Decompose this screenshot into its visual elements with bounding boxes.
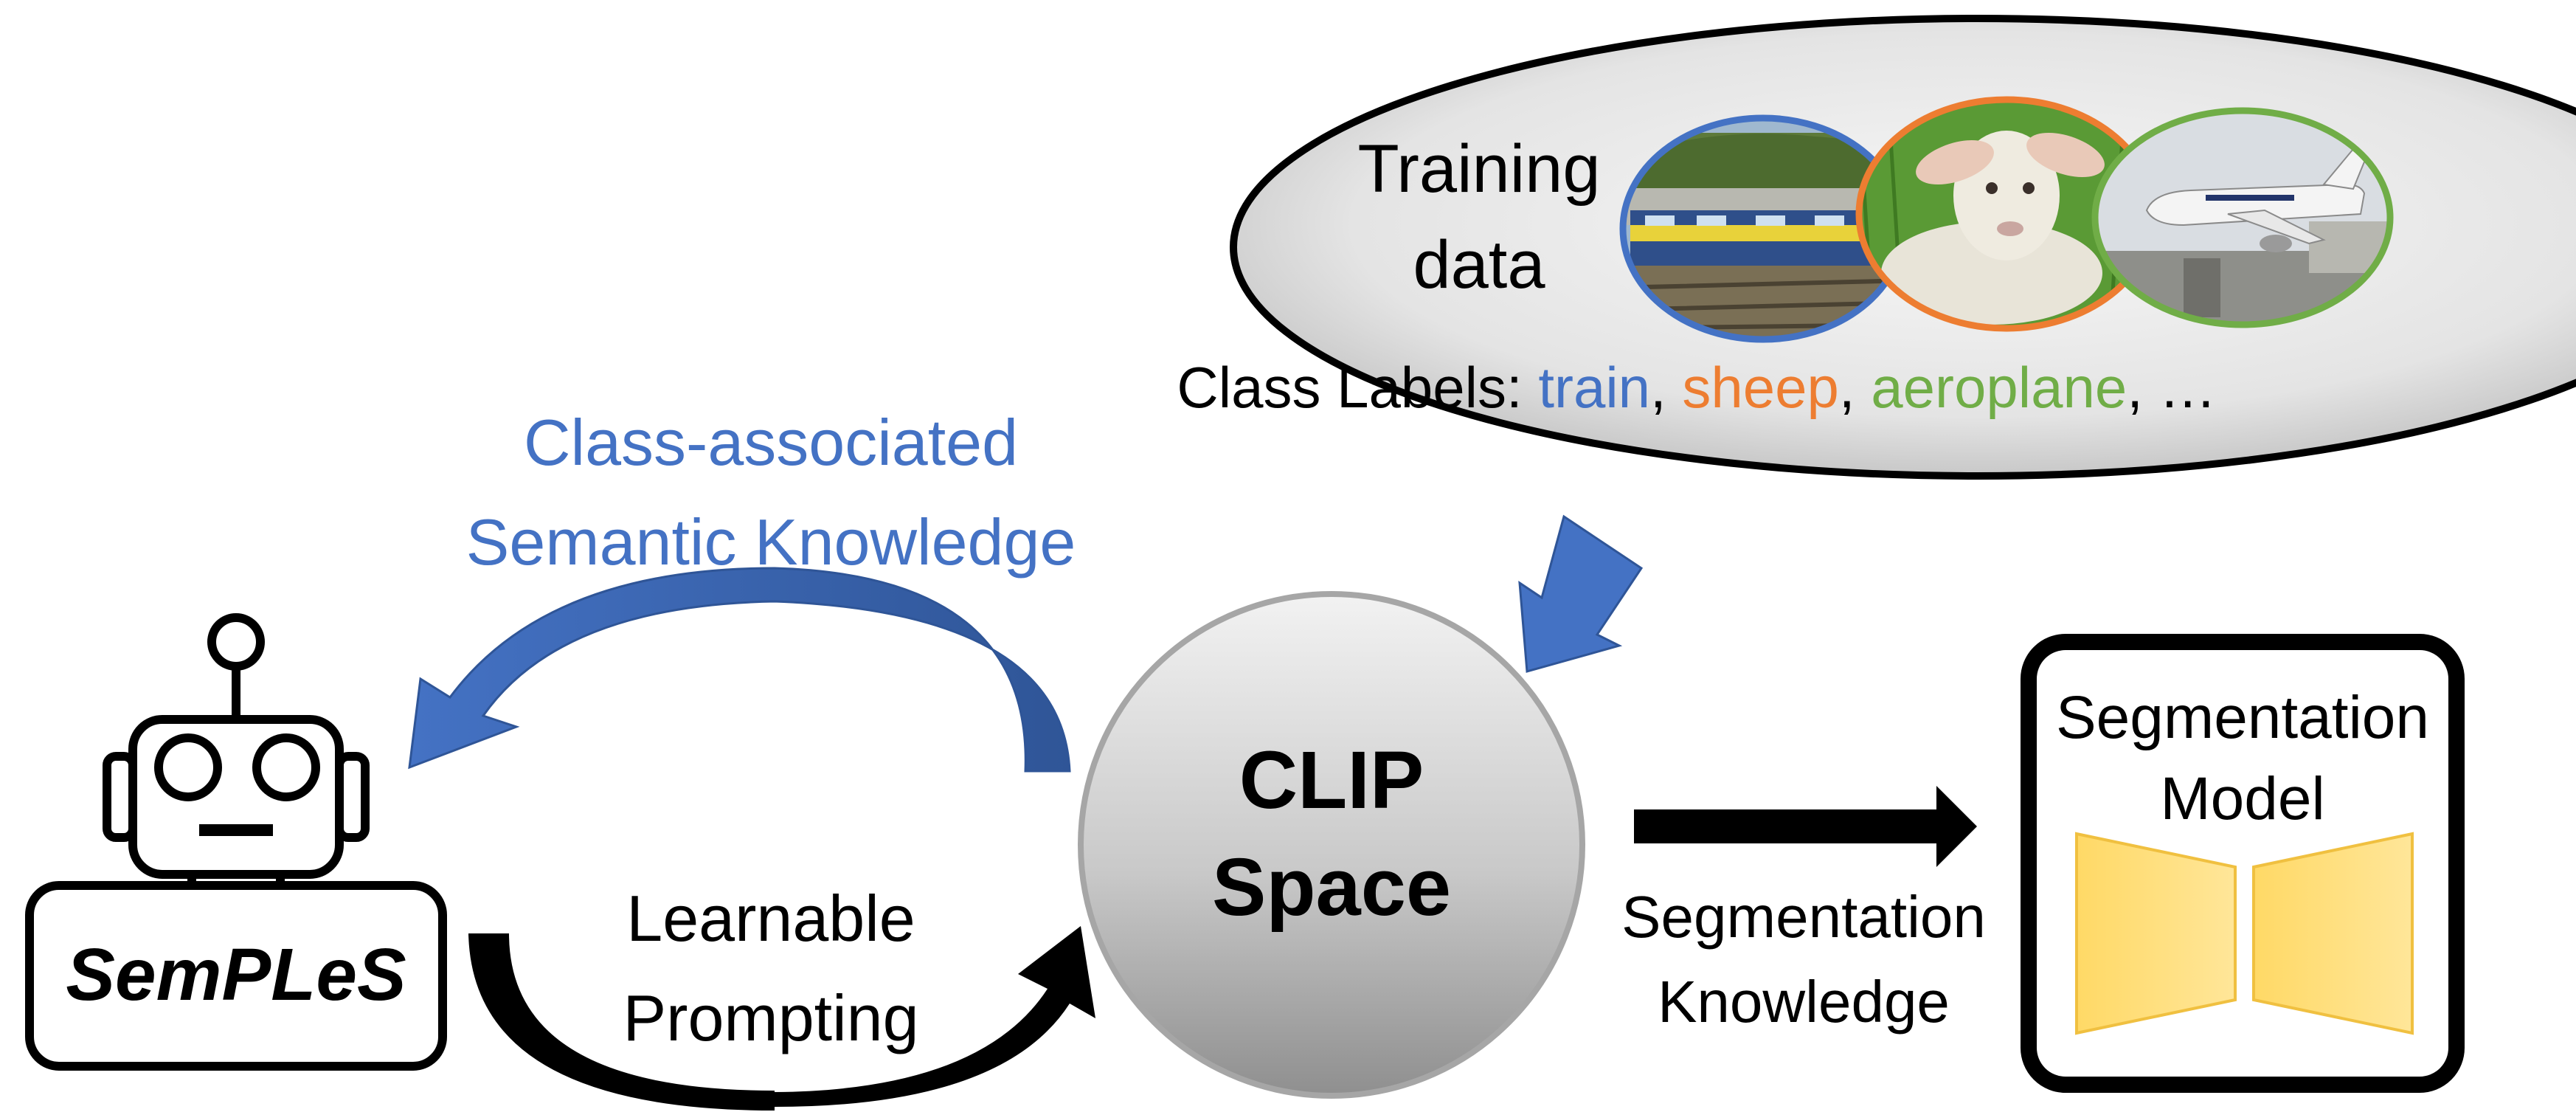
class-label-part: aeroplane	[1871, 355, 2127, 420]
training-data-subtitle: data	[1413, 227, 1545, 303]
class-label-part: sheep	[1682, 355, 1839, 420]
segmentation-knowledge-title: Segmentation	[1621, 884, 1986, 950]
clip-space-node: CLIP Space	[1078, 591, 1585, 1099]
class-label-part: ,	[1650, 355, 1682, 420]
class-labels-prefix: Class Labels:	[1177, 355, 1538, 420]
training-to-clip-arrow	[1518, 514, 1644, 673]
training-data-title: Training	[1358, 131, 1601, 207]
learnable-prompting-title: Learnable	[626, 882, 915, 955]
clip-space-subtitle: Space	[1212, 842, 1451, 933]
semples-label: SemPLeS	[66, 933, 406, 1016]
semantic-knowledge-arrow	[408, 567, 1071, 773]
learnable-prompting-subtitle: Prompting	[623, 981, 918, 1054]
segmentation-knowledge-arrow	[1634, 786, 1977, 867]
aeroplane-image	[2091, 107, 2394, 328]
segmentation-model-box: Segmentation Model	[2021, 634, 2465, 1093]
semples-box: SemPLeS	[25, 881, 447, 1071]
semantic-knowledge-subtitle: Semantic Knowledge	[466, 505, 1076, 579]
train-image	[1619, 114, 1907, 343]
segmentation-knowledge-subtitle: Knowledge	[1658, 969, 1950, 1035]
clip-space-title: CLIP	[1239, 735, 1424, 826]
encoder-trapezoid	[2075, 832, 2237, 1035]
robot-icon	[103, 613, 370, 885]
segmentation-model-title: Segmentation	[2056, 684, 2429, 751]
sheep-image	[1855, 96, 2158, 332]
segmentation-model-subtitle: Model	[2160, 765, 2324, 832]
learnable-prompting-arrow	[468, 926, 1095, 1111]
class-label-part: train	[1538, 355, 1650, 420]
class-labels-line: Class Labels: train, sheep, aeroplane, …	[1177, 355, 2216, 420]
semantic-knowledge-title: Class-associated	[524, 406, 1018, 479]
class-label-part: ,	[1839, 355, 1871, 420]
class-label-part: , …	[2127, 355, 2216, 420]
decoder-trapezoid	[2252, 832, 2414, 1035]
